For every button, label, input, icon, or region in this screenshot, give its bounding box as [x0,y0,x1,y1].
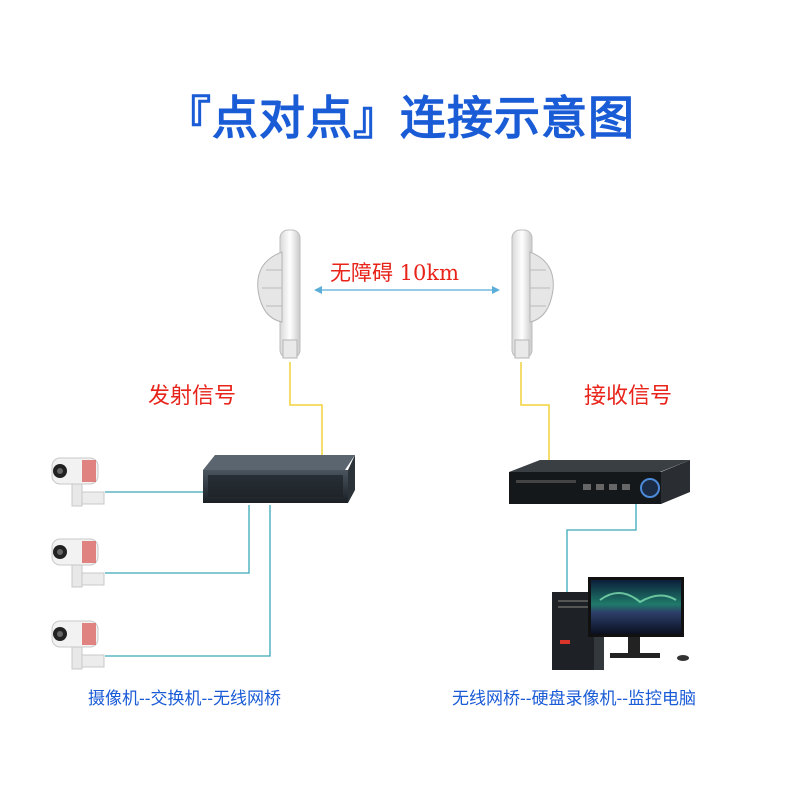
signal-wire-right [520,362,550,462]
right-caption: 无线网桥--硬盘录像机--监控电脑 [452,689,696,709]
network-wire-right [566,504,637,592]
transmit-label: 发射信号 [148,384,237,409]
wireless-bridge-icon [511,229,554,359]
wireless-bridge-icon [257,229,301,359]
link-arrow [314,286,500,294]
left-caption: 摄像机--交换机--无线网桥 [88,689,281,709]
receive-label: 接收信号 [584,384,673,409]
network-wires-left [105,491,271,657]
monitor-icon [588,577,689,661]
distance-label: 无障碍 10km [330,261,460,285]
camera-icon [51,538,105,588]
signal-wire-left [289,362,323,456]
camera-icon [51,620,105,670]
diagram-title: 『点对点』连接示意图 [165,91,635,145]
nvr-icon [509,460,690,504]
poe-switch-icon [203,455,355,503]
camera-icon [51,457,105,507]
